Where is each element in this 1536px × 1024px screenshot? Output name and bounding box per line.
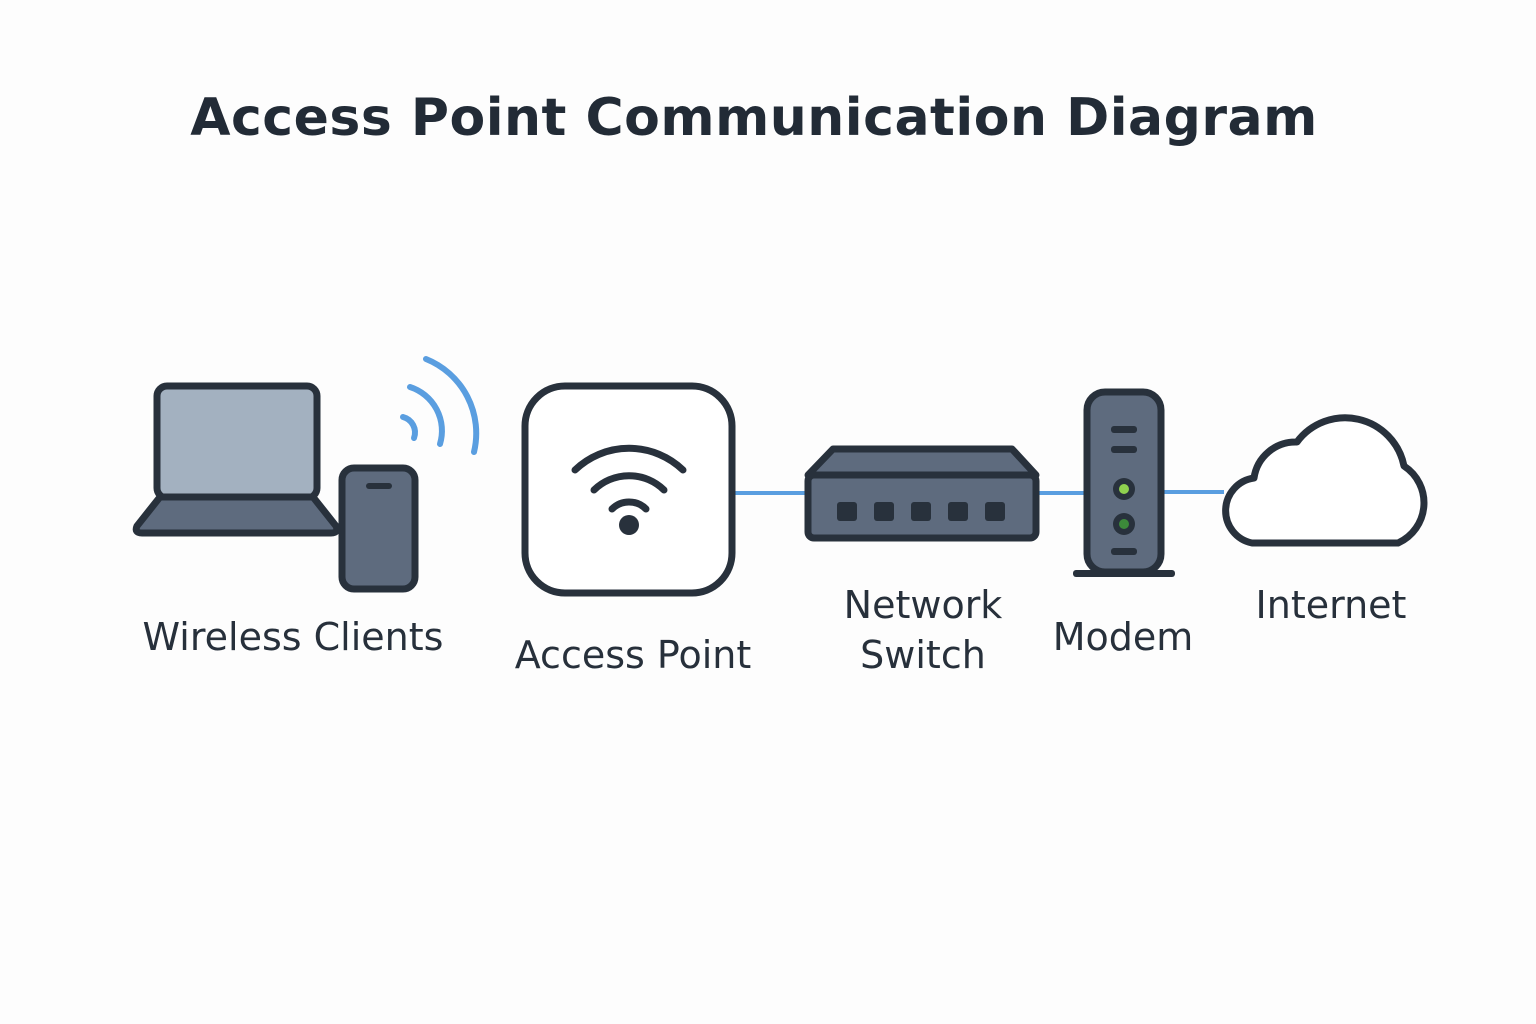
wireless-clients-label: Wireless Clients — [142, 615, 444, 659]
network-switch-label-line1: Network — [843, 583, 1003, 627]
cloud-icon — [1222, 414, 1428, 547]
internet-label: Internet — [1255, 583, 1407, 627]
access-point-label: Access Point — [514, 633, 752, 677]
modem-label: Modem — [1052, 615, 1194, 659]
network-switch-icon — [804, 445, 1040, 542]
access-point-icon — [521, 382, 736, 597]
diagram-title: Access Point Communication Diagram — [190, 88, 1318, 148]
smartphone-icon — [338, 464, 419, 593]
network-switch-label-line2: Switch — [860, 633, 986, 677]
wifi-signal-icon — [400, 356, 480, 455]
connection-links — [734, 490, 1224, 495]
laptop-icon — [132, 382, 341, 537]
wifi-icon — [571, 444, 687, 513]
modem-icon — [1073, 388, 1175, 577]
network-switch-label: Network Switch — [812, 580, 1034, 680]
